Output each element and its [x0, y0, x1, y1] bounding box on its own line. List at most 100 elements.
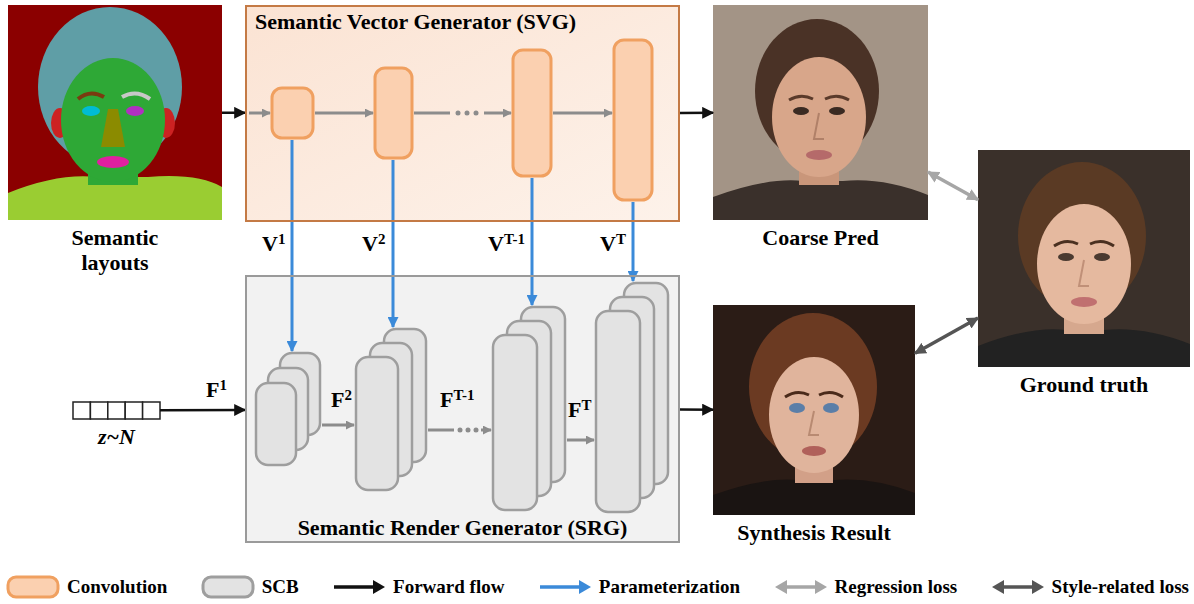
legend: Convolution SCB Forward flow Parameterizati…: [0, 572, 1194, 602]
synthesis-result-image-part: [785, 392, 809, 397]
convolution-blocks-part: [513, 50, 551, 176]
srg-panel-fill: [245, 275, 680, 543]
srg-flow-arrows-part: [481, 429, 491, 432]
semantic-layout-image-part: [82, 106, 100, 116]
synthesis-result-image-part: [809, 411, 819, 435]
image-caption: Ground truth: [1020, 372, 1149, 397]
math-label: VT-1: [488, 232, 525, 256]
scb-stacks-part: [256, 383, 296, 465]
superscript: T-1: [453, 387, 474, 403]
ellipsis-dots-part: [456, 111, 461, 116]
ground-truth-image-part: [978, 329, 1190, 367]
noise-vector-cells-part: [90, 402, 107, 419]
superscript: T: [581, 397, 591, 413]
superscript: 2: [344, 387, 351, 403]
synthesis-result-image-part: [789, 403, 805, 413]
connector: [680, 408, 713, 411]
svg-flow-arrows-part: [315, 112, 373, 115]
noise-vector: z~N: [73, 402, 160, 419]
symbol: F: [568, 397, 581, 422]
noise-vector-cells-part: [108, 402, 125, 419]
scb-stacks-part: [596, 311, 640, 512]
synthesis-result-image-part: [823, 403, 839, 413]
math-label: V2: [362, 232, 385, 256]
swatch-line: [334, 585, 375, 589]
legend-swatch: [200, 574, 256, 600]
legend-swatch: [537, 574, 593, 600]
ground-truth-image-part: [978, 150, 1190, 367]
coarse-prediction-image-part: [793, 107, 809, 115]
coarse-prediction-image-part: [789, 96, 813, 100]
semantic-layout-image-part: [97, 156, 129, 168]
ellipsis-dots: [456, 111, 479, 433]
ground-truth-image-part: [1037, 204, 1131, 324]
superscript: 2: [378, 231, 385, 247]
math-label: V1: [262, 232, 285, 256]
semantic-layout-image-part: [8, 5, 222, 220]
noise-vector-cells-part: [125, 402, 142, 419]
legend-swatch: [990, 574, 1046, 600]
convolution-blocks-part: [614, 40, 652, 200]
ground-truth-image-part: [1071, 297, 1097, 307]
symbol: V: [362, 231, 378, 256]
image-caption: Semantic layouts: [45, 225, 185, 276]
legend-item: Forward flow: [331, 572, 504, 602]
legend-item: Parameterization: [537, 572, 740, 602]
connector: [928, 172, 978, 200]
synthesis-result-image-part: [802, 446, 826, 456]
parameterization-arrows-part: [291, 140, 294, 351]
math-label: VT: [600, 232, 626, 256]
legend-item: SCB: [200, 572, 299, 602]
image-caption: Coarse Pred: [762, 225, 878, 250]
ellipsis-dots-part: [465, 111, 470, 116]
semantic-layout-image: [8, 5, 222, 220]
ellipsis-dots-part: [474, 111, 479, 116]
svg-flow-arrows-part: [484, 112, 511, 115]
swatch-head: [815, 580, 827, 594]
image-panel: Synthesis Result: [713, 305, 915, 515]
noise-vector-cells-part: [143, 402, 160, 419]
swatch-line: [1000, 585, 1034, 589]
connector: [160, 409, 245, 412]
svg-flow-arrows: [249, 112, 612, 115]
swatch-line: [783, 585, 817, 589]
coarse-prediction-image-part: [829, 107, 845, 115]
legend-swatch: [773, 574, 829, 600]
ground-truth-image-part: [1054, 241, 1078, 246]
legend-item: Convolution: [5, 572, 167, 602]
legend-swatch: [331, 574, 387, 600]
synthesis-result-image-part: [769, 357, 859, 473]
coarse-prediction-image: [713, 5, 928, 220]
image-caption: Synthesis Result: [737, 520, 890, 545]
coarse-prediction-image-part: [825, 96, 849, 100]
svg-flow-arrows-part: [414, 112, 450, 115]
symbol: F: [206, 377, 219, 402]
superscript: 1: [278, 231, 285, 247]
ellipsis-dots-part: [466, 428, 471, 433]
noise-vector-cells-part: [73, 402, 90, 419]
convolution-blocks-part: [375, 68, 412, 158]
symbol: F: [440, 387, 453, 412]
ground-truth-image-part: [1079, 260, 1089, 286]
legend-text: Style-related loss: [1052, 576, 1189, 598]
ellipsis-dots-part: [458, 428, 463, 433]
noise-vector-cells: [73, 402, 160, 419]
legend-text: SCB: [262, 576, 299, 598]
synthesis-result-image-part: [819, 392, 843, 397]
generator-title: Semantic Vector Generator (SVG): [255, 9, 576, 34]
parameterization-arrows-part: [531, 178, 534, 305]
legend-text: Convolution: [67, 576, 167, 598]
swatch-head: [992, 580, 1004, 594]
legend-item: Style-related loss: [990, 572, 1189, 602]
coarse-prediction-image-part: [713, 180, 928, 220]
svg-flow-arrows-part: [249, 112, 270, 115]
swatch-head: [373, 580, 385, 594]
semantic-layout-image-part: [122, 93, 150, 99]
connector: [222, 112, 245, 115]
ground-truth-image-part: [1058, 253, 1074, 261]
srg-flow-arrows-part: [567, 439, 594, 442]
symbol: V: [600, 231, 616, 256]
